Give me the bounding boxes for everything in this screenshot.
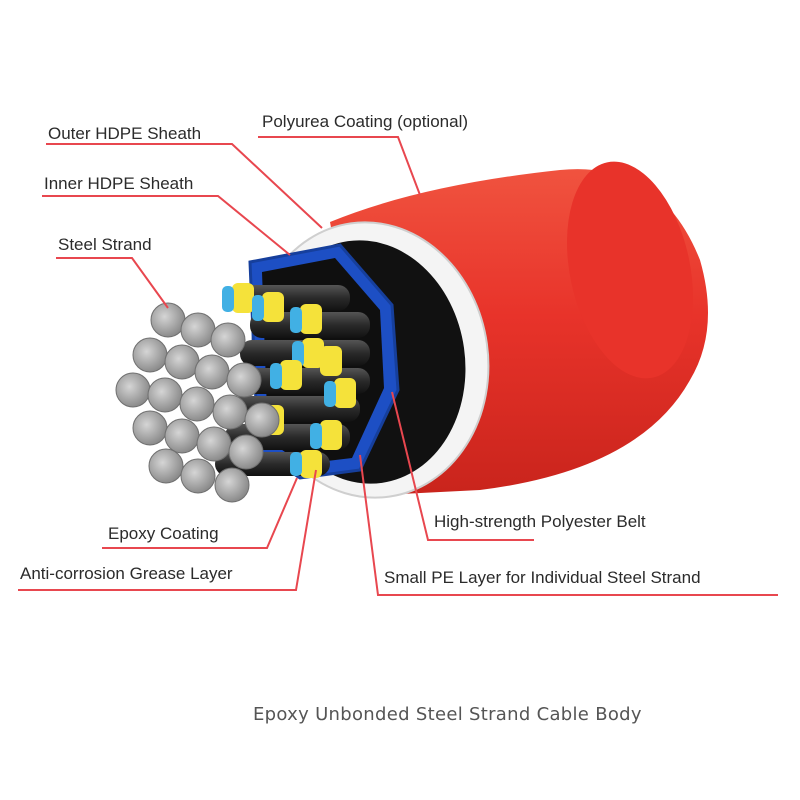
grease-and-epoxy-bands bbox=[222, 283, 356, 478]
diagram-caption: Epoxy Unbonded Steel Strand Cable Body bbox=[253, 704, 642, 725]
label-inner-hdpe-sheath: Inner HDPE Sheath bbox=[44, 174, 194, 193]
label-anti-corrosion-grease: Anti-corrosion Grease Layer bbox=[20, 564, 233, 583]
leader-steel-strand bbox=[56, 257, 169, 309]
leader-lines bbox=[18, 136, 778, 596]
leader-outer-sheath bbox=[46, 143, 323, 229]
steel-strand-ends bbox=[115, 302, 280, 503]
leader-polyurea bbox=[258, 136, 421, 196]
label-polyester-belt: High-strength Polyester Belt bbox=[434, 512, 646, 531]
label-steel-strand: Steel Strand bbox=[58, 235, 152, 254]
leader-grease bbox=[18, 469, 317, 591]
leader-epoxy bbox=[102, 477, 298, 549]
leader-small-pe bbox=[359, 454, 778, 596]
label-polyurea-coating: Polyurea Coating (optional) bbox=[262, 112, 469, 131]
label-outer-hdpe-sheath: Outer HDPE Sheath bbox=[48, 124, 202, 143]
label-small-pe-layer: Small PE Layer for Individual Steel Stra… bbox=[384, 568, 701, 587]
leader-belt bbox=[391, 391, 534, 541]
label-epoxy-coating: Epoxy Coating bbox=[108, 524, 219, 543]
leader-inner-sheath bbox=[42, 195, 291, 256]
